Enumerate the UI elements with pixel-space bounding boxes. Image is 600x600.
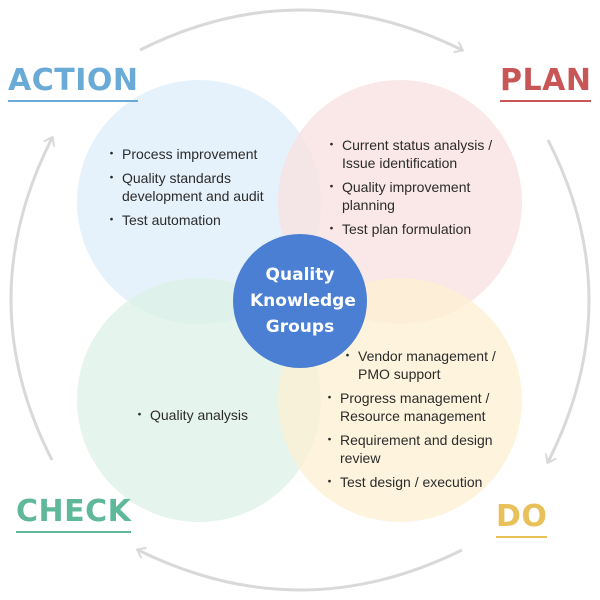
- list-item: Progress management / Resource managemen…: [323, 389, 501, 425]
- center-title-wrap: Quality Knowledge Groups: [233, 234, 367, 368]
- cycle-arrow-top-icon: [139, 8, 462, 50]
- do-label: DO: [496, 500, 548, 538]
- action-label: ACTION: [8, 64, 139, 102]
- list-item: Quality standards development and audit: [105, 169, 278, 205]
- center-circle: [233, 234, 367, 368]
- list-item: Test design / execution: [323, 473, 501, 491]
- do-item-list: Vendor management / PMO support Progress…: [323, 347, 501, 497]
- plan-item-list: Current status analysis / Issue identifi…: [325, 136, 500, 244]
- cycle-arrow-left-icon: [9, 138, 52, 461]
- check-item-list: Quality analysis: [133, 406, 296, 430]
- center-title: Quality Knowledge Groups: [250, 265, 356, 337]
- list-item: Test plan formulation: [325, 220, 500, 238]
- check-label: CHECK: [16, 495, 132, 533]
- list-item: Vendor management / PMO support: [341, 347, 501, 383]
- list-item: Process improvement: [105, 145, 278, 163]
- list-item: Test automation: [105, 211, 278, 229]
- list-item: Quality analysis: [133, 406, 296, 424]
- action-item-list: Process improvement Quality standards de…: [105, 145, 278, 235]
- list-item: Quality improvement planning: [325, 178, 500, 214]
- cycle-arrow-right-icon: [548, 139, 591, 462]
- cycle-arrow-bottom-icon: [138, 550, 463, 592]
- plan-label: PLAN: [500, 64, 592, 102]
- list-item: Requirement and design review: [323, 431, 501, 467]
- list-item: Current status analysis / Issue identifi…: [325, 136, 500, 172]
